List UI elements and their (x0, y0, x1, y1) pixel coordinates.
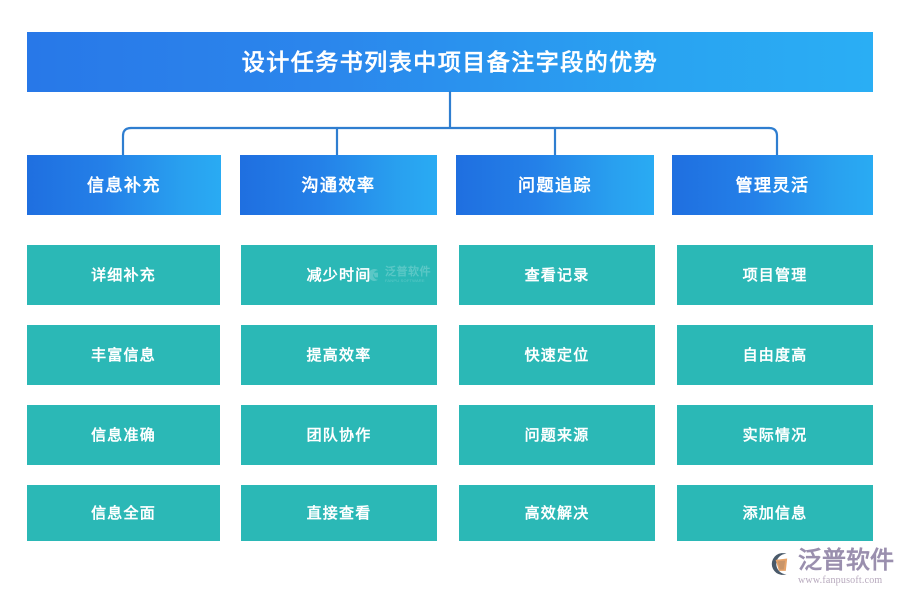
leaf-label: 减少时间 (306, 266, 372, 284)
leaf-box-c2-r1[interactable]: 减少时间 泛普软件 FANPU SOFTWARE (241, 245, 437, 305)
leaf-label: 信息准确 (91, 426, 156, 444)
category-label: 问题追踪 (518, 175, 592, 195)
leaf-label: 快速定位 (524, 346, 590, 364)
leaf-box-c3-r4[interactable]: 高效解决 (459, 485, 655, 541)
leaf-box-c3-r1[interactable]: 查看记录 (459, 245, 655, 305)
category-box-2[interactable]: 沟通效率 (240, 155, 437, 215)
leaf-box-c1-r4[interactable]: 信息全面 (27, 485, 220, 541)
leaf-box-c1-r2[interactable]: 丰富信息 (27, 325, 220, 385)
leaf-label: 丰富信息 (91, 346, 156, 364)
leaf-box-c3-r2[interactable]: 快速定位 (459, 325, 655, 385)
leaf-box-c4-r1[interactable]: 项目管理 (677, 245, 873, 305)
category-label: 沟通效率 (301, 175, 376, 195)
category-box-1[interactable]: 信息补充 (27, 155, 221, 215)
category-box-3[interactable]: 问题追踪 (456, 155, 654, 215)
leaf-label: 查看记录 (524, 266, 590, 284)
leaf-box-c2-r4[interactable]: 直接查看 (241, 485, 437, 541)
leaf-label: 实际情况 (742, 426, 808, 444)
diagram-title-banner: 设计任务书列表中项目备注字段的优势 (27, 32, 873, 92)
logo-website-url: www.fanpusoft.com (798, 575, 883, 586)
leaf-box-c4-r3[interactable]: 实际情况 (677, 405, 873, 465)
brand-logo: 泛普软件 www.fanpusoft.com (764, 549, 896, 591)
connector-drop-1 (121, 126, 133, 157)
logo-text-block: 泛普软件 www.fanpusoft.com (798, 549, 894, 586)
leaf-label: 添加信息 (742, 504, 808, 522)
leaf-box-c1-r1[interactable]: 详细补充 (27, 245, 220, 305)
logo-brand-name: 泛普软件 (798, 547, 894, 574)
leaf-label: 直接查看 (306, 504, 372, 522)
leaf-label: 详细补充 (91, 266, 156, 284)
leaf-box-c4-r2[interactable]: 自由度高 (677, 325, 873, 385)
leaf-label: 项目管理 (742, 266, 808, 284)
leaf-label: 问题来源 (524, 426, 590, 444)
leaf-box-c2-r2[interactable]: 提高效率 (241, 325, 437, 385)
category-label: 信息补充 (87, 175, 161, 195)
connector-lines (121, 90, 779, 157)
brand-watermark: 泛普软件 FANPU SOFTWARE (366, 267, 431, 283)
connector-drop-4 (767, 126, 779, 157)
leaf-box-c1-r3[interactable]: 信息准确 (27, 405, 220, 465)
leaf-label: 高效解决 (524, 504, 590, 522)
page-title: 设计任务书列表中项目备注字段的优势 (241, 48, 659, 75)
leaf-box-c4-r4[interactable]: 添加信息 (677, 485, 873, 541)
category-box-4[interactable]: 管理灵活 (672, 155, 873, 215)
watermark-text: 泛普软件 FANPU SOFTWARE (385, 267, 431, 283)
watermark-url: FANPU SOFTWARE (385, 278, 425, 283)
leaf-label: 提高效率 (306, 346, 372, 364)
fanpu-logo-icon (764, 551, 794, 582)
category-label: 管理灵活 (735, 175, 810, 195)
leaf-label: 自由度高 (742, 346, 808, 364)
watermark-brand: 泛普软件 (385, 266, 431, 278)
leaf-box-c2-r3[interactable]: 团队协作 (241, 405, 437, 465)
leaf-label: 团队协作 (306, 426, 372, 444)
leaf-box-c3-r3[interactable]: 问题来源 (459, 405, 655, 465)
leaf-label: 信息全面 (91, 504, 156, 522)
